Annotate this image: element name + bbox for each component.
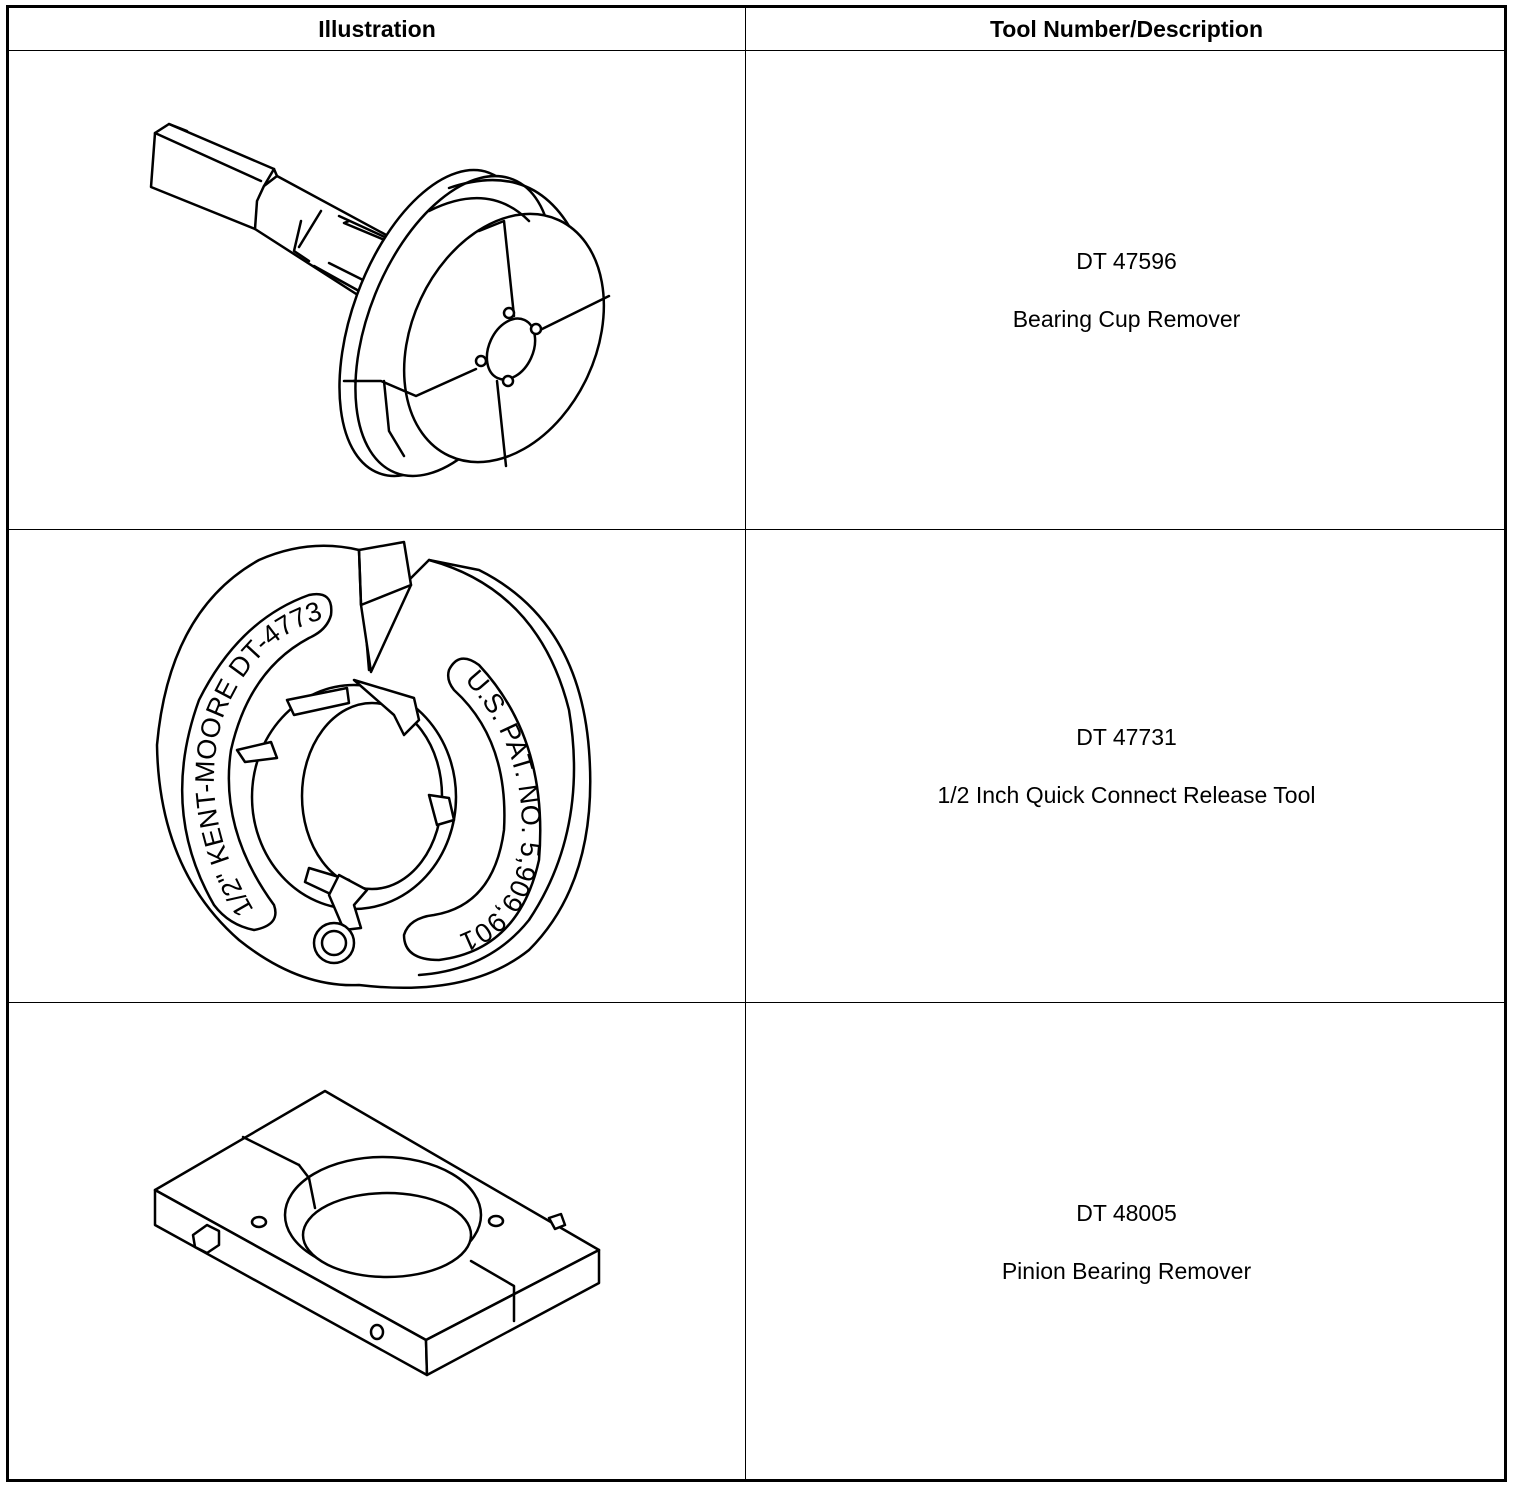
tool-description: 1/2 Inch Quick Connect Release Tool bbox=[937, 781, 1316, 808]
tool-description: Pinion Bearing Remover bbox=[1001, 1258, 1252, 1284]
header-tool-description: Tool Number/Description bbox=[989, 15, 1264, 42]
tool-description-cell: DT 48005 Pinion Bearing Remover bbox=[746, 1003, 1507, 1482]
tool-description-cell: DT 47731 1/2 Inch Quick Connect Release … bbox=[746, 530, 1507, 1002]
row-divider bbox=[9, 1002, 1504, 1003]
column-divider bbox=[745, 8, 746, 1479]
quick-connect-release-tool-drawing: 1/2" KENT-MOORE DT-47731 U.S. PAT. NO. 5… bbox=[9, 530, 592, 990]
illustration-cell: 1/2" KENT-MOORE DT-47731 U.S. PAT. NO. 5… bbox=[9, 530, 745, 1002]
row-divider bbox=[9, 529, 1504, 530]
tool-number: DT 47596 bbox=[1076, 247, 1177, 274]
tool-number: DT 48005 bbox=[1076, 1200, 1177, 1226]
bearing-cup-remover-drawing bbox=[149, 122, 611, 478]
tool-number: DT 47731 bbox=[1076, 723, 1177, 750]
illustration-cell bbox=[9, 1003, 745, 1482]
tool-description: Bearing Cup Remover bbox=[1012, 305, 1241, 332]
tool-table: Illustration Tool Number/Description bbox=[6, 5, 1507, 1482]
header-illustration: Illustration bbox=[318, 15, 436, 42]
header-divider bbox=[9, 50, 1504, 51]
illustration-cell bbox=[9, 51, 745, 529]
pinion-bearing-remover-drawing bbox=[153, 1089, 601, 1377]
tool-description-cell: DT 47596 Bearing Cup Remover bbox=[746, 51, 1507, 529]
